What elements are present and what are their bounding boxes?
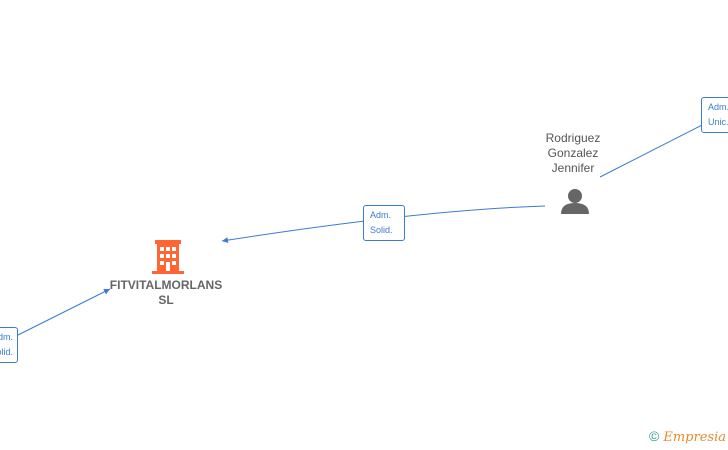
- person-name-line3: Jennifer: [551, 161, 595, 175]
- edge-offleft-company: [17, 288, 111, 336]
- role-badge-left-line2: Solid.: [0, 347, 13, 357]
- person-name[interactable]: Rodriguez Gonzalez Jennifer: [530, 131, 616, 176]
- role-badge-center-line2: Solid.: [370, 225, 393, 235]
- company-name-line1: FITVITALMORLANS: [109, 278, 223, 292]
- building-icon[interactable]: [152, 240, 184, 274]
- company-name-line2: SL: [158, 293, 174, 307]
- role-badge-left[interactable]: Adm. Solid.: [0, 327, 18, 363]
- role-badge-right-line2: Unic.: [708, 117, 728, 127]
- role-badge-left-line1: Adm.: [0, 332, 13, 342]
- company-name[interactable]: FITVITALMORLANS SL: [100, 278, 232, 308]
- copyright-icon: ©: [649, 428, 660, 444]
- role-badge-right-line1: Adm.: [708, 102, 728, 112]
- person-icon[interactable]: [561, 189, 589, 214]
- person-name-line1: Rodriguez: [545, 131, 601, 145]
- person-name-line2: Gonzalez: [547, 146, 599, 160]
- role-badge-center[interactable]: Adm. Solid.: [363, 205, 405, 241]
- edge-person-offright: [599, 121, 709, 178]
- brand-name: Empresia: [663, 430, 726, 445]
- footer-brand[interactable]: ©Empresia: [649, 428, 726, 445]
- role-badge-center-line1: Adm.: [370, 210, 392, 220]
- role-badge-right[interactable]: Adm. Unic.: [701, 97, 728, 133]
